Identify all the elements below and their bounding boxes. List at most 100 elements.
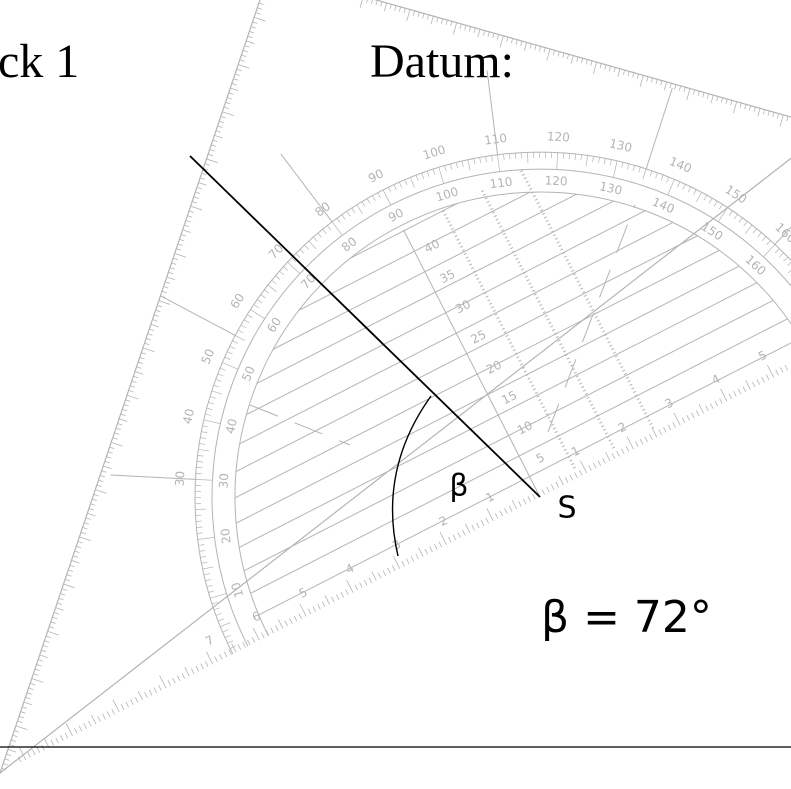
ruler-tick: [500, 511, 503, 516]
ruler-tick: [425, 549, 428, 554]
edge-tick: [251, 27, 256, 29]
degree-tick: [709, 198, 712, 203]
protractor-label: 40: [223, 417, 240, 435]
protractor-label: 160: [772, 220, 791, 246]
ruler-tick: [617, 451, 620, 456]
degree-tick: [677, 182, 679, 187]
degree-tick: [200, 438, 206, 439]
protractor-label: 160: [742, 252, 768, 278]
edge-tick: [684, 87, 685, 92]
protractor-band-arc: [235, 192, 791, 636]
ruler-tick: [79, 726, 82, 731]
degree-tick: [422, 173, 424, 179]
angle-leg: [190, 156, 540, 497]
edge-tick: [143, 348, 154, 352]
edge-tick: [194, 197, 199, 199]
ruler-tick: [159, 685, 162, 690]
edge-tick: [240, 60, 245, 62]
ruler-tick: [462, 530, 465, 535]
ruler-tick: [509, 506, 512, 511]
degree-tick: [753, 229, 757, 234]
edge-tick: [210, 149, 215, 151]
ruler-tick: [640, 439, 643, 444]
ruler-tick: [542, 489, 545, 494]
cm-label: 1: [569, 443, 582, 459]
ruler-tick: [659, 430, 662, 435]
edge-tick: [651, 78, 652, 83]
degree-tick: [218, 619, 224, 621]
ruler-tick: [603, 458, 606, 463]
degree-tick: [598, 157, 599, 163]
edge-tick: [116, 428, 121, 430]
degree-tick: [593, 156, 594, 162]
edge-tick: [118, 423, 123, 425]
edge-tick: [3, 764, 8, 766]
edge-tick: [141, 353, 146, 355]
ruler-tick: [453, 535, 456, 540]
ruler-tick: [275, 625, 278, 630]
degree-tick: [247, 315, 252, 318]
ruler-tick: [476, 523, 479, 528]
edge-tick: [451, 21, 452, 26]
edge-tick: [154, 315, 159, 317]
edge-tick: [43, 645, 48, 647]
edge-tick: [21, 712, 26, 714]
edge-tick: [22, 707, 27, 709]
edge-tick: [246, 41, 254, 44]
edge-tick: [726, 99, 727, 104]
ruler-tick: [392, 566, 395, 571]
degree-tick: [203, 567, 214, 569]
ruler-tick: [776, 370, 779, 375]
degree-tick: [714, 201, 717, 206]
edge-tick: [227, 98, 232, 100]
degree-tick: [456, 162, 457, 168]
ruler-tick: [185, 667, 190, 676]
protractor-label: 150: [699, 219, 726, 243]
ruler-tick: [341, 592, 344, 597]
degree-tick: [200, 556, 206, 557]
degree-tick: [261, 295, 266, 299]
protractor-label: 50: [239, 364, 258, 384]
edge-tick: [24, 702, 32, 705]
edge-tick: [29, 688, 34, 690]
edge-tick: [110, 447, 115, 449]
edge-tick: [11, 740, 16, 742]
edge-tick: [48, 631, 59, 635]
guide-line: [281, 154, 332, 222]
edge-tick: [173, 258, 178, 260]
degree-tick: [283, 266, 287, 270]
cm-label: 3: [663, 396, 676, 412]
ruler-tick: [626, 446, 629, 451]
edge-tick: [768, 111, 769, 116]
edge-tick: [749, 106, 750, 111]
ruler-tick: [51, 740, 54, 745]
protractor-label: 20: [218, 528, 234, 545]
edge-tick: [87, 513, 95, 516]
ruler-tick: [294, 616, 297, 621]
edge-tick: [129, 390, 134, 392]
edge-tick: [138, 362, 143, 364]
protractor-label: 50: [199, 347, 218, 367]
ruler-tick: [472, 525, 475, 530]
ruler-tick: [696, 410, 699, 415]
edge-tick: [100, 475, 105, 477]
edge-tick: [577, 57, 578, 62]
degree-tick: [604, 158, 605, 164]
edge-tick: [544, 48, 545, 53]
ruler-tick: [486, 518, 489, 523]
ruler-tick: [261, 633, 264, 638]
degree-tick: [683, 184, 686, 189]
edge-tick: [395, 6, 396, 11]
edge-tick: [219, 121, 224, 123]
edge-tick: [259, 3, 264, 5]
degree-tick: [383, 190, 391, 205]
degree-tick: [788, 261, 791, 265]
ruler-tick: [519, 501, 522, 506]
degree-tick: [205, 579, 211, 580]
edge-tick: [108, 452, 113, 454]
degree-tick: [337, 218, 341, 223]
degree-tick: [313, 237, 317, 242]
edge-tick: [30, 683, 35, 685]
edge-tick: [152, 320, 157, 322]
edge-tick: [183, 230, 191, 233]
